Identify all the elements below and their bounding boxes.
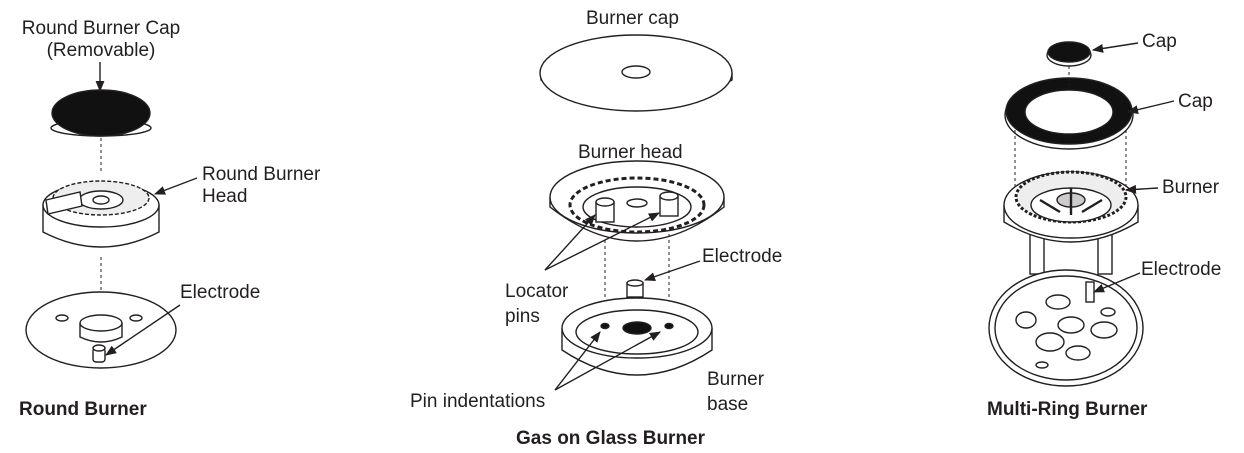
locator-pin-arrow-2: [544, 212, 661, 271]
multi-ring-small-cap: [1046, 41, 1092, 67]
round-burner-head-label: Round Burner Head: [202, 164, 320, 208]
multi-ring-title: Multi-Ring Burner: [987, 399, 1148, 420]
multi-ring-cap-label: Cap: [1178, 91, 1213, 112]
round-burner-base-plate: [25, 291, 177, 369]
gog-burner-base: [561, 279, 713, 376]
gog-electrode-arrow: [643, 260, 701, 281]
round-burner-cap-label-line1: Round Burner Cap: [21, 18, 181, 39]
gog-electrode-label: Electrode: [702, 246, 783, 267]
pin-indentation-arrow-1: [554, 331, 601, 391]
gog-title: Gas on Glass Burner: [516, 428, 706, 449]
gog-burner-head: [549, 160, 725, 242]
gog-burner-assembly: [539, 34, 733, 391]
multi-burner-label: Burner: [1162, 177, 1220, 198]
head-arrow: [153, 177, 198, 195]
gog-locator-pins-line1: Locator: [505, 281, 569, 302]
round-burner-head: [42, 180, 160, 248]
gog-base-label-line2: base: [707, 394, 749, 415]
round-burner-cap-label-line2: (Removable): [46, 40, 156, 61]
round-burner-head-label-line1: Round Burner: [202, 164, 321, 185]
gog-locator-pins-line2: pins: [505, 306, 540, 327]
small-cap-arrow: [1091, 42, 1139, 53]
gog-pin-indentations-label: Pin indentations: [410, 391, 546, 412]
multi-ring-ring-cap: [1004, 77, 1134, 150]
electrode-arrow: [105, 304, 181, 356]
gog-locator-pins-label: Locator pins: [505, 281, 568, 328]
multi-ring-burner-body: [1003, 170, 1139, 275]
multi-small-cap-label: Cap: [1142, 31, 1177, 52]
multi-electrode-arrow: [1092, 272, 1141, 293]
multi-electrode-label: Electrode: [1141, 259, 1222, 280]
round-burner-electrode-label: Electrode: [180, 282, 261, 303]
burner-arrow: [1124, 184, 1159, 194]
ring-cap-arrow: [1126, 100, 1175, 115]
round-burner-cap: [50, 89, 152, 137]
round-burner-cap-label: Round Burner Cap (Removable): [6, 18, 196, 62]
gog-cap-label: Burner cap: [586, 8, 679, 29]
round-burner-assembly: [25, 62, 198, 369]
gog-burner-cap: [539, 34, 733, 112]
gog-head-label: Burner head: [578, 142, 683, 163]
gog-base-label-line1: Burner: [707, 369, 765, 390]
gog-base-label: Burner base: [707, 369, 764, 416]
multi-ring-burner-assembly: [988, 41, 1175, 387]
locator-pin-arrow-1: [544, 214, 596, 271]
round-burner-title: Round Burner: [19, 399, 147, 420]
pin-indentation-arrow-2: [554, 331, 661, 391]
multi-ring-base-plate: [988, 269, 1144, 387]
round-burner-head-label-line2: Head: [202, 186, 248, 207]
